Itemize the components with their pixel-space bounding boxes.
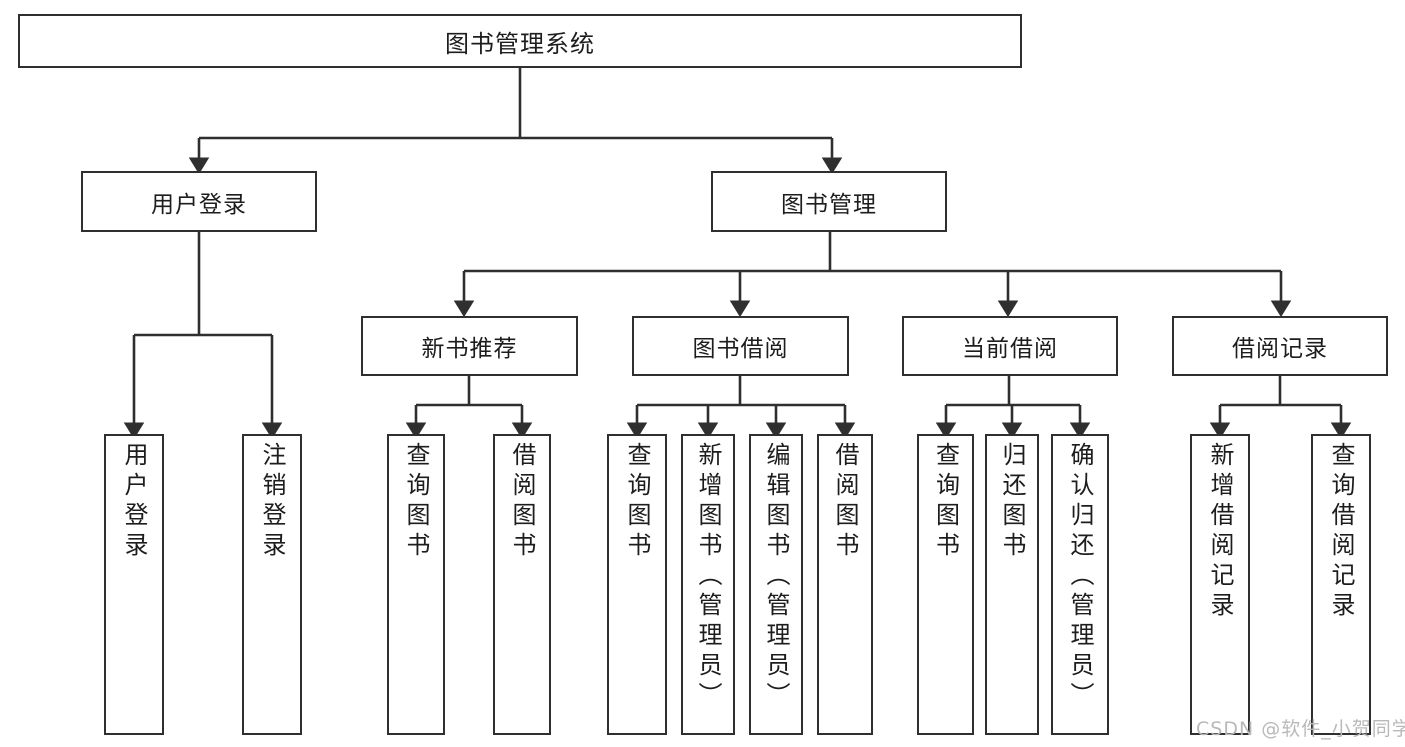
leaf-return-book-label: 归还图书 — [998, 442, 1026, 562]
node-book-manage-label: 图书管理 — [781, 191, 877, 218]
leaf-query-book-2[interactable]: 查询图书 — [607, 434, 667, 735]
leaf-query-record-label: 查询借阅记录 — [1327, 442, 1355, 622]
leaf-edit-book-label: 编辑图书（管理员） — [762, 442, 790, 712]
leaf-query-book-1[interactable]: 查询图书 — [387, 434, 445, 735]
leaf-user-login-label: 用户登录 — [120, 442, 148, 562]
node-book-borrow-label: 图书借阅 — [692, 336, 789, 362]
node-new-book-recommend[interactable]: 新书推荐 — [361, 316, 578, 376]
leaf-query-record[interactable]: 查询借阅记录 — [1311, 434, 1371, 735]
leaf-logout[interactable]: 注销登录 — [242, 434, 302, 735]
leaf-confirm-return[interactable]: 确认归还（管理员） — [1051, 434, 1109, 735]
leaf-query-book-1-label: 查询图书 — [402, 442, 430, 562]
node-borrow-record-label: 借阅记录 — [1232, 336, 1328, 362]
node-current-borrow-label: 当前借阅 — [962, 336, 1058, 362]
node-book-manage[interactable]: 图书管理 — [711, 171, 947, 232]
node-user-login-label: 用户登录 — [151, 191, 247, 218]
leaf-user-login[interactable]: 用户登录 — [104, 434, 164, 735]
leaf-add-book[interactable]: 新增图书（管理员） — [681, 434, 735, 735]
leaf-add-record-label: 新增借阅记录 — [1206, 442, 1234, 622]
leaf-borrow-book-2-label: 借阅图书 — [831, 442, 859, 562]
node-user-login[interactable]: 用户登录 — [81, 171, 317, 232]
leaf-return-book[interactable]: 归还图书 — [985, 434, 1039, 735]
leaf-confirm-return-label: 确认归还（管理员） — [1066, 442, 1094, 712]
leaf-query-book-3[interactable]: 查询图书 — [917, 434, 974, 735]
leaf-borrow-book-1[interactable]: 借阅图书 — [493, 434, 551, 735]
node-new-book-recommend-label: 新书推荐 — [421, 336, 518, 362]
node-book-borrow[interactable]: 图书借阅 — [632, 316, 849, 376]
node-current-borrow[interactable]: 当前借阅 — [902, 316, 1118, 376]
node-borrow-record[interactable]: 借阅记录 — [1172, 316, 1388, 376]
node-root[interactable]: 图书管理系统 — [18, 14, 1022, 68]
node-root-label: 图书管理系统 — [445, 29, 595, 58]
leaf-edit-book[interactable]: 编辑图书（管理员） — [749, 434, 803, 735]
leaf-logout-label: 注销登录 — [258, 442, 286, 562]
leaf-query-book-3-label: 查询图书 — [931, 442, 960, 562]
leaf-add-record[interactable]: 新增借阅记录 — [1190, 434, 1250, 735]
leaf-borrow-book-2[interactable]: 借阅图书 — [817, 434, 873, 735]
leaf-query-book-2-label: 查询图书 — [623, 442, 651, 562]
leaf-add-book-label: 新增图书（管理员） — [694, 442, 722, 712]
leaf-borrow-book-1-label: 借阅图书 — [508, 442, 536, 562]
